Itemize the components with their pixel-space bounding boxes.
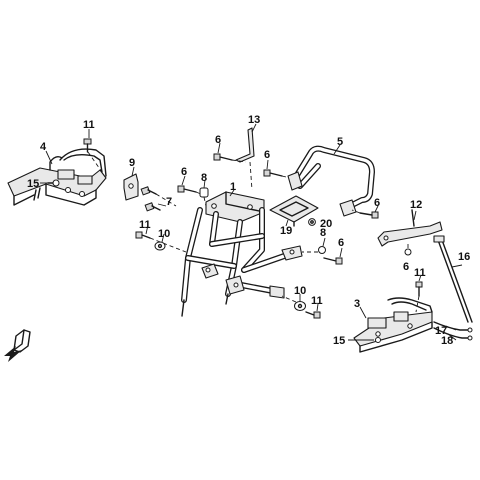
callout-15-right: 15 <box>333 335 345 347</box>
callout-11-center: 11 <box>311 295 323 307</box>
callout-7: 7 <box>166 196 172 208</box>
callout-8-upper: 8 <box>201 172 207 184</box>
callout-1: 1 <box>230 181 236 193</box>
callout-6-left-frame: 6 <box>181 166 187 178</box>
bolt-6-lower-right <box>404 244 412 256</box>
callout-17: 17 <box>435 325 447 337</box>
callout-15-left: 15 <box>27 178 39 190</box>
callout-20: 20 <box>320 218 332 230</box>
callout-19: 19 <box>280 225 292 237</box>
callout-10-center: 10 <box>294 285 306 297</box>
callout-12: 12 <box>410 199 422 211</box>
front-arrow-icon <box>4 329 31 362</box>
callout-6-center: 6 <box>338 237 344 249</box>
part-13-bracket <box>235 127 255 191</box>
callout-6-upper-left: 6 <box>215 134 221 146</box>
bolt-15-left <box>47 179 60 187</box>
part-9-bracket <box>123 173 139 201</box>
callout-13: 13 <box>248 114 260 126</box>
callout-16: 16 <box>458 251 470 263</box>
callout-6-right: 6 <box>374 197 380 209</box>
bolt-11-center <box>305 311 321 319</box>
callout-5: 5 <box>337 136 343 148</box>
callout-18: 18 <box>441 335 453 347</box>
callout-4: 4 <box>40 141 47 153</box>
callout-8-center: 8 <box>320 227 326 239</box>
callout-6-lower-right: 6 <box>403 261 409 273</box>
callout-9: 9 <box>129 157 135 169</box>
bolts-7 <box>140 186 177 212</box>
callout-11-upper-left: 11 <box>83 119 95 131</box>
bolt-11-lower-right <box>415 281 423 313</box>
callout-11-mid-left: 11 <box>139 219 151 231</box>
bolt-11-mid-left <box>135 231 187 253</box>
bolt-6-center <box>323 257 343 265</box>
callout-10-left: 10 <box>158 228 170 240</box>
part-4-left-carrier <box>7 148 107 206</box>
part-5-rear-handle <box>287 145 375 217</box>
bolt-15-right <box>375 337 381 343</box>
callout-6-upper-mid: 6 <box>264 149 270 161</box>
callout-3: 3 <box>354 298 360 310</box>
bolt-6-upper-left <box>213 153 247 163</box>
collar-10-left <box>154 241 166 251</box>
part-3-right-carrier <box>353 297 433 353</box>
collar-8-center <box>302 246 326 254</box>
part-16-rod <box>433 235 473 323</box>
nut-20 <box>308 218 316 226</box>
collar-10-center <box>281 295 306 311</box>
part-19-plate <box>269 195 319 227</box>
part-1-main-frame <box>181 191 303 317</box>
part-12-stay <box>377 209 443 247</box>
callout-11-lower-right: 11 <box>414 267 426 279</box>
bolt-11-upper-left <box>83 138 103 173</box>
